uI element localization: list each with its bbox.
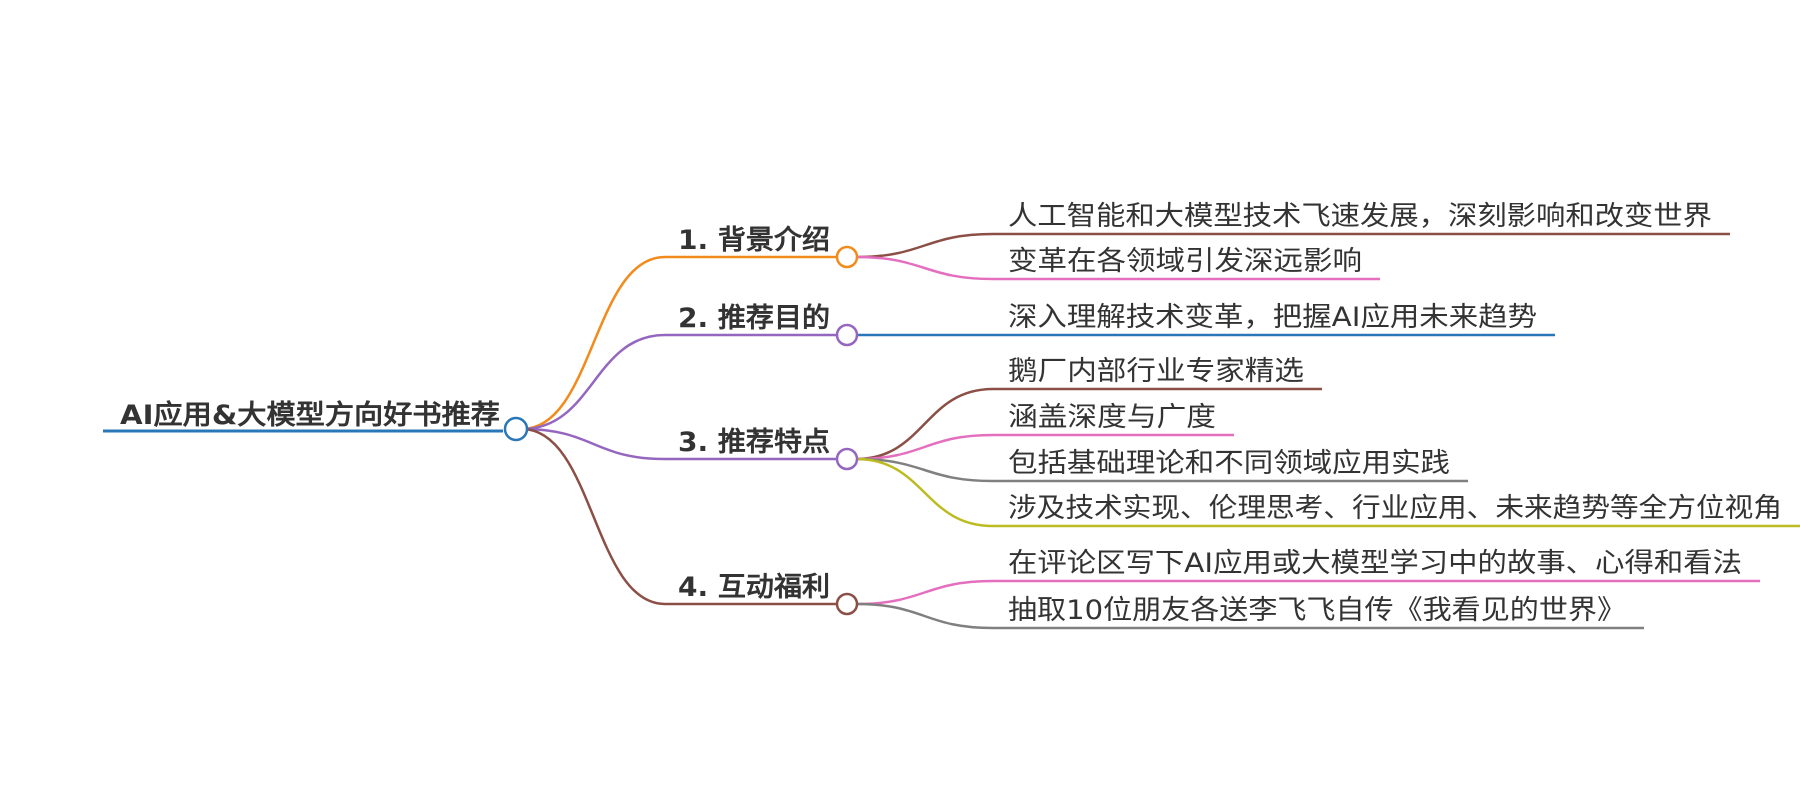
leaf-label: 在评论区写下AI应用或大模型学习中的故事、心得和看法 [1008, 548, 1742, 579]
leaf-label: 变革在各领域引发深远影响 [1008, 246, 1362, 277]
branch-label: 2. 推荐目的 [678, 302, 830, 334]
leaf-label: 包括基础理论和不同领域应用实践 [1008, 448, 1450, 479]
mindmap-links [521, 232, 1800, 630]
leaf-label: 鹅厂内部行业专家精选 [1008, 356, 1304, 387]
branch-collapse-toggle[interactable] [835, 323, 859, 347]
root-title: AI应用&大模型方向好书推荐 [120, 399, 500, 431]
leaf-label: 涉及技术实现、伦理思考、行业应用、未来趋势等全方位视角 [1008, 493, 1782, 524]
branch-connector [521, 427, 666, 461]
leaf-connector [855, 387, 994, 461]
leaf-label: 深入理解技术变革，把握AI应用未来趋势 [1008, 302, 1537, 333]
leaf-connector [855, 433, 994, 461]
branch-label: 4. 互动福利 [678, 572, 830, 603]
leaf-connector [855, 457, 994, 483]
root-collapse-toggle[interactable] [503, 416, 529, 442]
leaf-connector [855, 255, 994, 281]
branch-connector [521, 333, 666, 431]
leaf-connector [855, 602, 994, 630]
branch-label: 3. 推荐特点 [678, 427, 830, 458]
leaf-connector [855, 579, 994, 606]
branch-connector [521, 255, 666, 431]
leaf-connector [855, 232, 994, 259]
branch-collapse-toggle[interactable] [835, 592, 859, 616]
branch-collapse-toggle[interactable] [835, 245, 859, 269]
leaf-label: 涵盖深度与广度 [1008, 402, 1216, 433]
leaf-label: 抽取10位朋友各送李飞飞自传《我看见的世界》 [1008, 595, 1626, 626]
branch-collapse-toggle[interactable] [835, 447, 859, 471]
branch-connector [521, 427, 666, 606]
leaf-connector [855, 457, 994, 528]
branch-label: 1. 背景介绍 [678, 225, 830, 256]
mindmap-nodes: AI应用&大模型方向好书推荐 1. 背景介绍 人工智能和大模型技术飞速发展，深刻影响… [103, 201, 1782, 626]
leaf-label: 人工智能和大模型技术飞速发展，深刻影响和改变世界 [1008, 201, 1712, 232]
